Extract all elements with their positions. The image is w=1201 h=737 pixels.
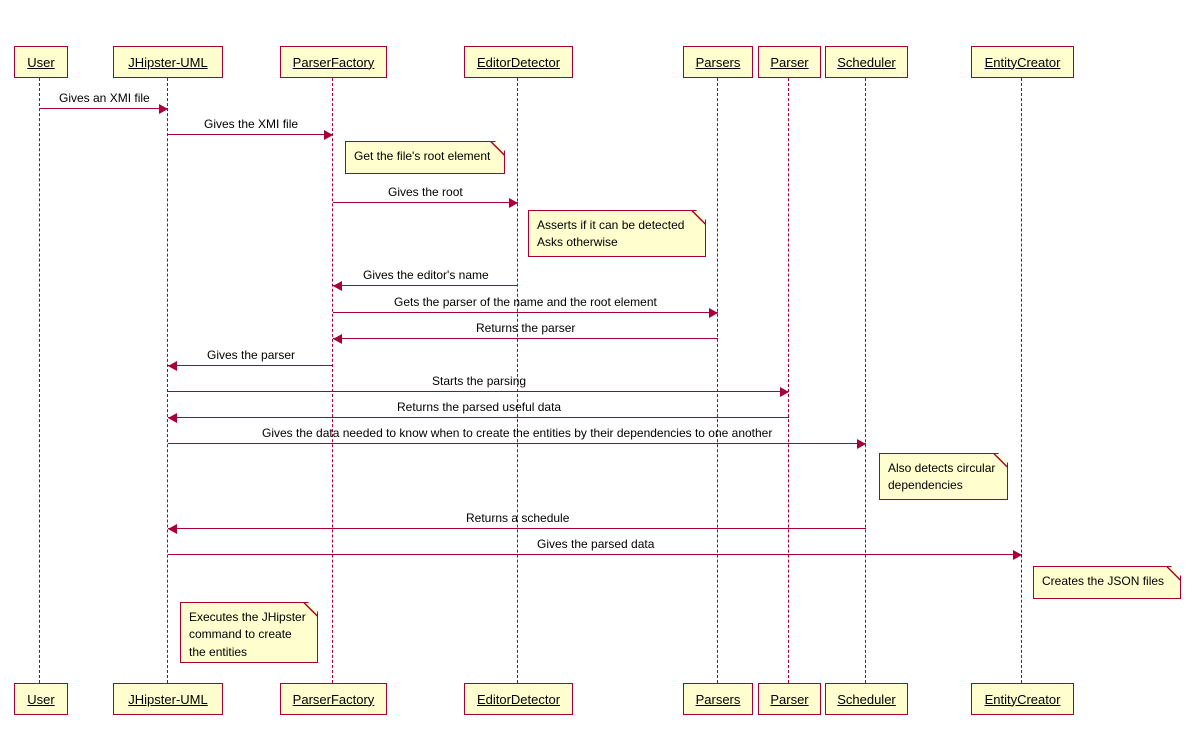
participant-label: EditorDetector — [476, 691, 561, 707]
message-line-m3[interactable] — [333, 202, 518, 203]
message-arrowhead-right-icon — [324, 129, 333, 140]
participant-label: User — [27, 54, 55, 70]
participant-bottom-editordetector[interactable]: EditorDetector — [464, 683, 573, 715]
participant-label: Parser — [770, 691, 809, 707]
message-line-m6[interactable] — [333, 338, 718, 339]
note-text: Get the file's root element — [354, 149, 491, 163]
message-line-m4[interactable] — [333, 285, 518, 286]
message-arrowhead-right-icon — [857, 438, 866, 449]
participant-top-user[interactable]: User — [14, 46, 68, 78]
note-text: Also detects circular dependencies — [888, 461, 996, 493]
message-label-m5: Gets the parser of the name and the root… — [394, 295, 657, 309]
message-arrowhead-right-icon — [780, 386, 789, 397]
message-line-m5[interactable] — [333, 312, 718, 313]
participant-label: Parsers — [695, 54, 741, 70]
message-arrowhead-right-icon — [509, 197, 518, 208]
message-line-m9[interactable] — [168, 417, 789, 418]
participant-bottom-scheduler[interactable]: Scheduler — [825, 683, 908, 715]
participant-label: ParserFactory — [292, 54, 375, 70]
participant-label: EditorDetector — [476, 54, 561, 70]
message-arrowhead-left-icon — [168, 523, 177, 534]
message-label-m1: Gives an XMI file — [59, 91, 150, 105]
message-label-m7: Gives the parser — [207, 348, 296, 362]
message-arrowhead-left-icon — [168, 412, 177, 423]
participant-top-editordetector[interactable]: EditorDetector — [464, 46, 573, 78]
lifeline-entitycreator — [1021, 78, 1023, 683]
participant-bottom-parser[interactable]: Parser — [758, 683, 821, 715]
note-n2[interactable]: Asserts if it can be detected Asks other… — [528, 209, 707, 257]
message-arrowhead-right-icon — [709, 307, 718, 318]
message-arrowhead-right-icon — [159, 103, 168, 114]
participant-top-scheduler[interactable]: Scheduler — [825, 46, 908, 78]
message-label-m4: Gives the editor's name — [363, 268, 489, 282]
message-line-m1[interactable] — [40, 108, 168, 109]
message-label-m2: Gives the XMI file — [204, 117, 299, 131]
participant-label: User — [27, 691, 55, 707]
lifeline-jhipster-uml — [167, 78, 169, 683]
note-n1[interactable]: Get the file's root element — [345, 140, 506, 174]
participant-label: Scheduler — [837, 691, 896, 707]
participant-top-parsers[interactable]: Parsers — [683, 46, 753, 78]
lifeline-editordetector — [517, 78, 519, 683]
note-text: Asserts if it can be detected Asks other… — [537, 218, 685, 250]
participant-label: JHipster-UML — [128, 691, 208, 707]
note-text: Creates the JSON files — [1042, 574, 1165, 588]
participant-label: JHipster-UML — [128, 54, 208, 70]
note-n5[interactable]: Executes the JHipster command to create … — [180, 601, 319, 663]
lifeline-scheduler — [865, 78, 867, 683]
lifeline-parsers — [717, 78, 719, 683]
message-arrowhead-left-icon — [168, 360, 177, 371]
participant-bottom-user[interactable]: User — [14, 683, 68, 715]
participant-bottom-parserfactory[interactable]: ParserFactory — [280, 683, 387, 715]
message-arrowhead-left-icon — [333, 280, 342, 291]
participant-top-entitycreator[interactable]: EntityCreator — [971, 46, 1074, 78]
message-line-m2[interactable] — [168, 134, 333, 135]
lifeline-parserfactory — [332, 78, 334, 683]
participant-top-parser[interactable]: Parser — [758, 46, 821, 78]
message-arrowhead-left-icon — [333, 333, 342, 344]
message-arrowhead-right-icon — [1013, 549, 1022, 560]
message-line-m11[interactable] — [168, 528, 866, 529]
participant-top-jhipster-uml[interactable]: JHipster-UML — [113, 46, 223, 78]
message-label-m9: Returns the parsed useful data — [397, 400, 562, 414]
note-n4[interactable]: Creates the JSON files — [1033, 565, 1182, 599]
note-text: Executes the JHipster command to create … — [189, 610, 306, 659]
message-line-m7[interactable] — [168, 365, 333, 366]
participant-label: EntityCreator — [984, 691, 1061, 707]
message-line-m10[interactable] — [168, 443, 866, 444]
participant-bottom-jhipster-uml[interactable]: JHipster-UML — [113, 683, 223, 715]
message-label-m6: Returns the parser — [476, 321, 576, 335]
message-label-m10: Gives the data needed to know when to cr… — [262, 426, 773, 440]
participant-top-parserfactory[interactable]: ParserFactory — [280, 46, 387, 78]
message-line-m8[interactable] — [168, 391, 789, 392]
participant-label: Parsers — [695, 691, 741, 707]
participant-bottom-parsers[interactable]: Parsers — [683, 683, 753, 715]
participant-label: Scheduler — [837, 54, 896, 70]
message-label-m11: Returns a schedule — [466, 511, 570, 525]
message-label-m3: Gives the root — [388, 185, 463, 199]
participant-label: Parser — [770, 54, 809, 70]
participant-bottom-entitycreator[interactable]: EntityCreator — [971, 683, 1074, 715]
participant-label: EntityCreator — [984, 54, 1061, 70]
note-n3[interactable]: Also detects circular dependencies — [879, 452, 1009, 500]
message-label-m8: Starts the parsing — [432, 374, 527, 388]
lifeline-user — [39, 78, 41, 683]
message-label-m12: Gives the parsed data — [537, 537, 655, 551]
participant-label: ParserFactory — [292, 691, 375, 707]
lifeline-parser — [788, 78, 790, 683]
message-line-m12[interactable] — [168, 554, 1022, 555]
